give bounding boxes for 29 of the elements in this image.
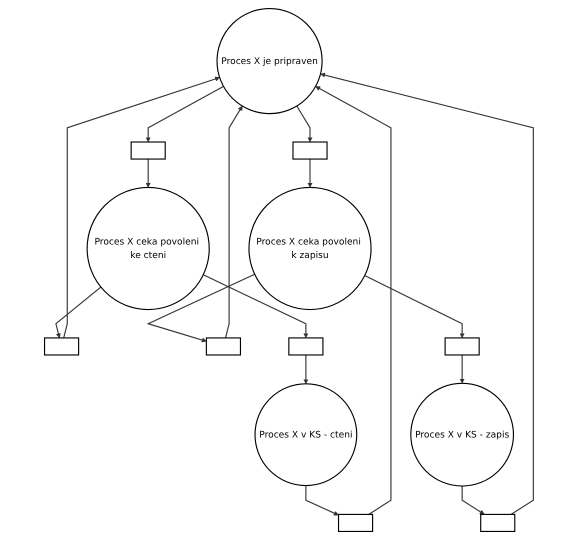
arrow xyxy=(63,76,220,338)
arrow xyxy=(308,159,313,188)
arrow xyxy=(225,106,243,338)
arrow xyxy=(460,354,465,384)
node-box xyxy=(338,514,374,532)
node-box xyxy=(444,337,480,356)
node-circle: Proces X v KS - zapis xyxy=(410,382,514,487)
arrow xyxy=(315,86,392,515)
node-circle: Proces X ceka povoleni ke cteni xyxy=(86,186,210,310)
arrow xyxy=(203,274,308,338)
node-circle: Proces X ceka povoleni k zapisu xyxy=(248,186,372,310)
arrow xyxy=(146,86,224,142)
node-circle: Proces X v KS - cteni xyxy=(254,383,358,486)
node-box xyxy=(288,337,324,356)
node-circle: Proces X je pripraven xyxy=(216,8,323,114)
arrow xyxy=(296,106,313,142)
arrow xyxy=(364,275,465,338)
arrow xyxy=(146,274,255,342)
node-box xyxy=(44,337,80,356)
node-box xyxy=(206,337,242,356)
arrow xyxy=(55,286,102,338)
arrow xyxy=(305,486,339,516)
node-box xyxy=(130,141,166,160)
arrow xyxy=(320,72,534,515)
arrow xyxy=(462,486,485,515)
arrow xyxy=(146,159,151,188)
arrow xyxy=(303,354,308,384)
node-box xyxy=(292,141,328,160)
node-box xyxy=(480,514,516,532)
